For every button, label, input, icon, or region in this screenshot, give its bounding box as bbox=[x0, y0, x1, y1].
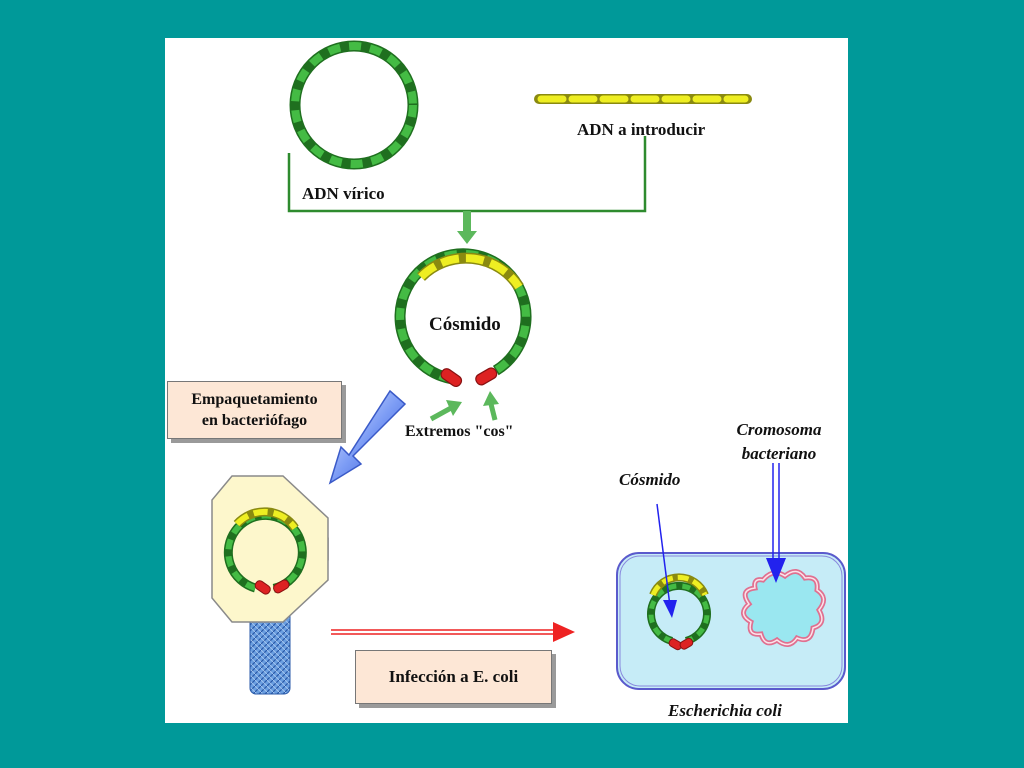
viral-dna-label: ADN vírico bbox=[302, 184, 385, 203]
infection-arrow-icon bbox=[331, 622, 575, 642]
cell-cosmid-label: Cósmido bbox=[619, 470, 681, 489]
bacteriophage bbox=[211, 475, 329, 695]
packaging-line2: en bacteriófago bbox=[201, 412, 308, 429]
cell-cosmid-pointer-icon bbox=[656, 503, 677, 618]
cell-cosmid bbox=[647, 573, 711, 651]
diagram-canvas bbox=[211, 40, 846, 695]
cosmid-ring bbox=[394, 248, 532, 388]
ecoli-cell bbox=[616, 552, 846, 690]
cos-ends-label: Extremos "cos" bbox=[405, 423, 514, 440]
packaging-box: Empaquetamiento en bacteriófago bbox=[167, 381, 342, 439]
cos-end-right bbox=[475, 367, 498, 386]
packaging-arrow-icon bbox=[328, 389, 407, 485]
viral-dna-ring bbox=[289, 40, 419, 170]
chromosome-label-line1: Cromosoma bbox=[736, 420, 822, 439]
insert-dna-label: ADN a introducir bbox=[577, 120, 706, 139]
diagram-slide: ADN vírico ADN a introducir Cósmido Extr… bbox=[165, 38, 848, 723]
ecoli-label: Escherichia coli bbox=[668, 701, 782, 720]
infection-box: Infección a E. coli bbox=[355, 650, 552, 704]
chromosome-label-line2: bacteriano bbox=[741, 444, 817, 463]
cos-pointer-arrows bbox=[429, 391, 499, 422]
down-arrow-icon bbox=[457, 211, 477, 244]
packaging-line1: Empaquetamiento bbox=[191, 391, 318, 408]
cos-end-left bbox=[440, 368, 463, 388]
chromosome-pointer-icon bbox=[766, 463, 786, 583]
infection-label: Infección a E. coli bbox=[388, 667, 519, 686]
cosmid-label: Cósmido bbox=[429, 314, 501, 335]
